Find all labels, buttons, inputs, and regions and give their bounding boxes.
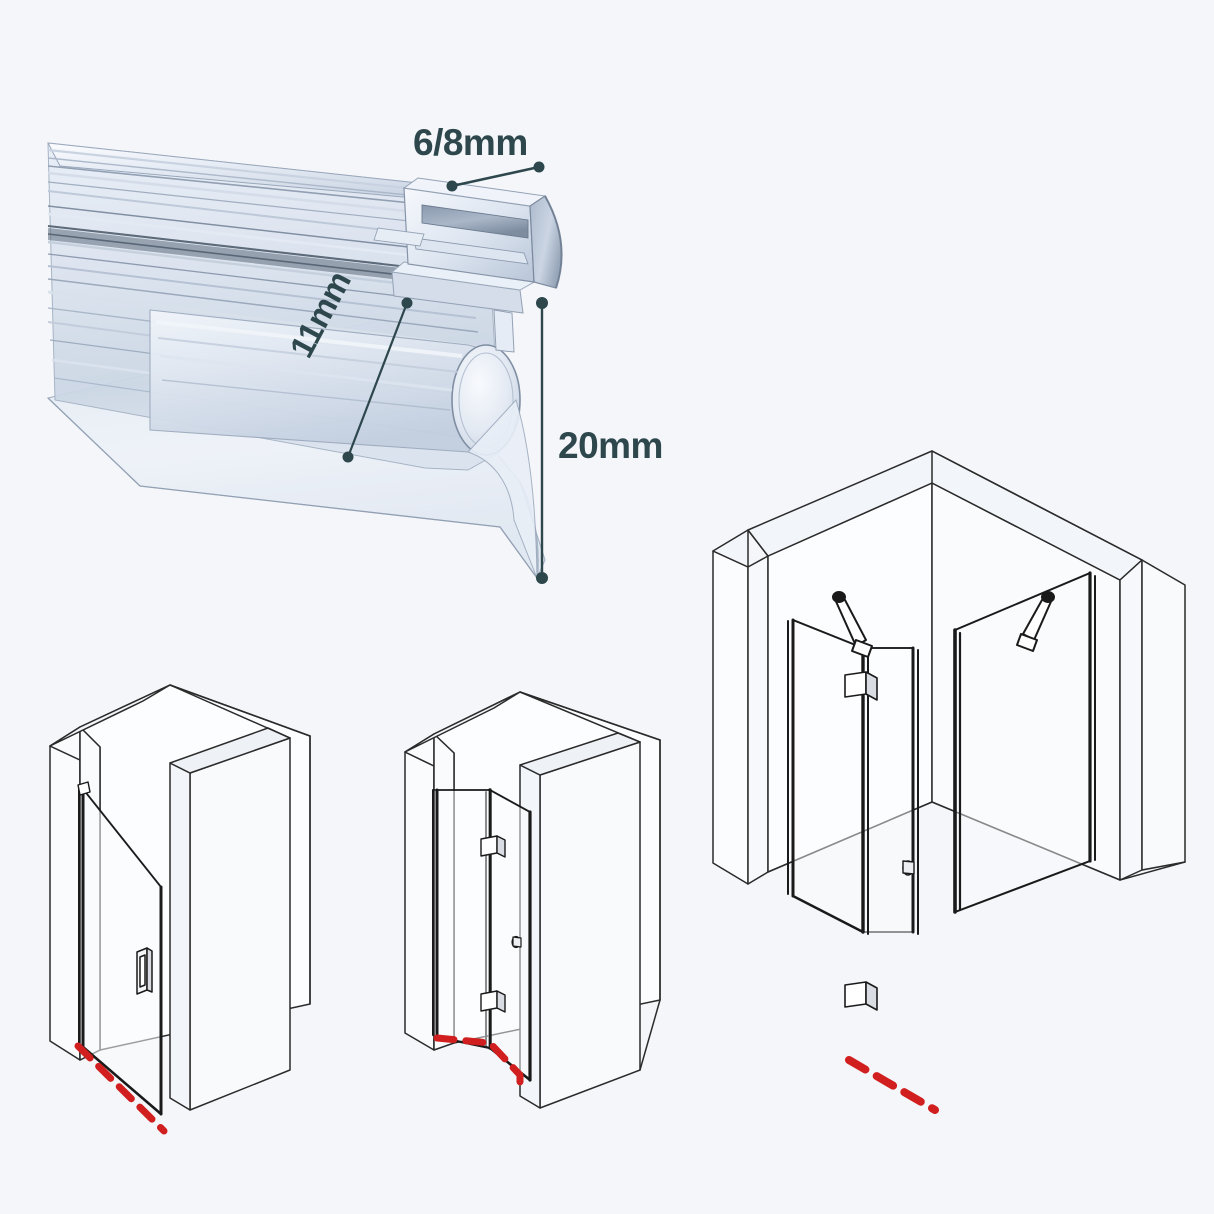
leader-20mm: [536, 297, 548, 584]
seal-channel-slot: [421, 204, 529, 239]
seal-bulb-highlight-b: [157, 337, 459, 373]
seal-mid-groove: [48, 228, 472, 288]
seal-channel-barb: [373, 227, 425, 247]
seal-highlight-bifold: [433, 1034, 524, 1086]
dimension-leaders: [342, 161, 548, 584]
hinge-upper-corner: [844, 671, 878, 701]
glass-door-panel-outer-bifold: [485, 788, 532, 1082]
shower-tray-edge-left: [767, 801, 933, 873]
seal-highlight-single: [74, 1042, 168, 1135]
glass-door-panel-single: [78, 787, 163, 1116]
seal-strip-geometry: [0, 120, 563, 580]
door-handle-single: [136, 947, 153, 995]
hinge-upper-bifold: [480, 835, 506, 858]
walls-corner: [712, 450, 1186, 885]
seal-bulb-highlight-a: [155, 320, 463, 358]
leader-6-8mm: [446, 161, 545, 192]
seal-bulb-highlight-c: [159, 354, 453, 392]
glass-fixed-panel-corner: [953, 571, 1096, 914]
seal-bulb-stem: [493, 309, 515, 353]
seal-end-cap-rim: [544, 195, 563, 289]
glass-door-panel-inner-bifold: [432, 788, 492, 1050]
seal-highlight-corner: [845, 1056, 939, 1114]
dimension-label-seal-height: 20mm: [558, 425, 663, 466]
door-knob-bifold: [511, 935, 522, 949]
shower-tray-edge: [931, 801, 1121, 881]
dimension-label-glass-thickness: 6/8mm: [413, 122, 528, 163]
support-bar-right-corner: [1016, 591, 1055, 652]
seal-left-fade: [0, 120, 130, 520]
door-knob-corner: [902, 860, 915, 876]
pivot-cap-single: [77, 781, 91, 796]
glass-door-panel-corner: [787, 618, 919, 935]
support-bar-left-corner: [832, 591, 873, 658]
figure-single-pivot-door: [49, 684, 311, 1135]
seal-lower-tail: [467, 399, 538, 579]
leader-11mm: [342, 297, 413, 463]
figure-corner-enclosure: [712, 450, 1186, 1114]
figure-bifold-door: [404, 691, 661, 1109]
seal-bulb-highlight-d: [161, 379, 451, 411]
hinge-lower-bifold: [480, 990, 506, 1013]
hinge-lower-corner: [844, 981, 878, 1011]
